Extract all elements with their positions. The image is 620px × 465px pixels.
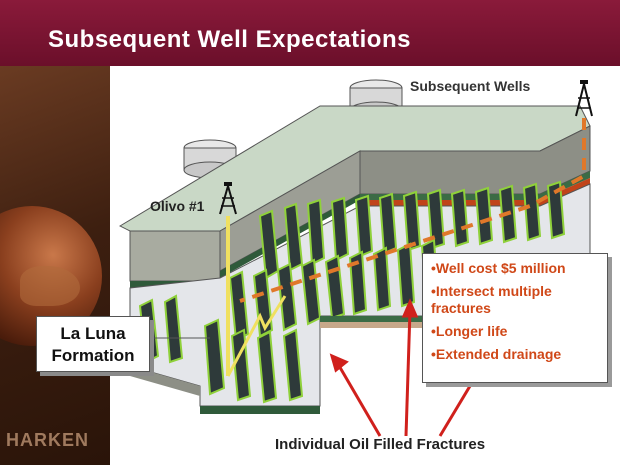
la-luna-line2: Formation bbox=[51, 346, 135, 365]
info-item-drainage: •Extended drainage bbox=[431, 346, 562, 362]
info-item-life: •Longer life bbox=[431, 323, 508, 339]
well-expectations-box: •Well cost $5 million •Intersect multipl… bbox=[422, 253, 608, 383]
title-bar bbox=[0, 0, 620, 66]
continent-shape bbox=[20, 266, 80, 306]
olivo-label: Olivo #1 bbox=[150, 198, 205, 214]
slide-title: Subsequent Well Expectations bbox=[48, 26, 411, 53]
info-item-cost: •Well cost $5 million bbox=[431, 260, 566, 276]
la-luna-line1: La Luna bbox=[60, 324, 126, 343]
olivo-well-icon bbox=[219, 182, 237, 215]
reservoir-block-diagram bbox=[118, 79, 593, 437]
harken-logo: HARKEN bbox=[6, 430, 90, 450]
subsequent-well-icon bbox=[575, 80, 593, 117]
decorative-earth-strip bbox=[0, 66, 110, 465]
lateral-wellbore bbox=[226, 295, 287, 377]
subsequent-wellbore bbox=[239, 118, 586, 303]
fractures-label: Individual Oil Filled Fractures bbox=[275, 436, 486, 453]
subsequent-wells-label: Subsequent Wells bbox=[410, 78, 531, 94]
la-luna-formation-callout: La Luna Formation bbox=[36, 316, 150, 372]
overburden-front bbox=[129, 230, 221, 282]
info-item-fractures: •Intersect multiple fractures bbox=[431, 283, 552, 316]
